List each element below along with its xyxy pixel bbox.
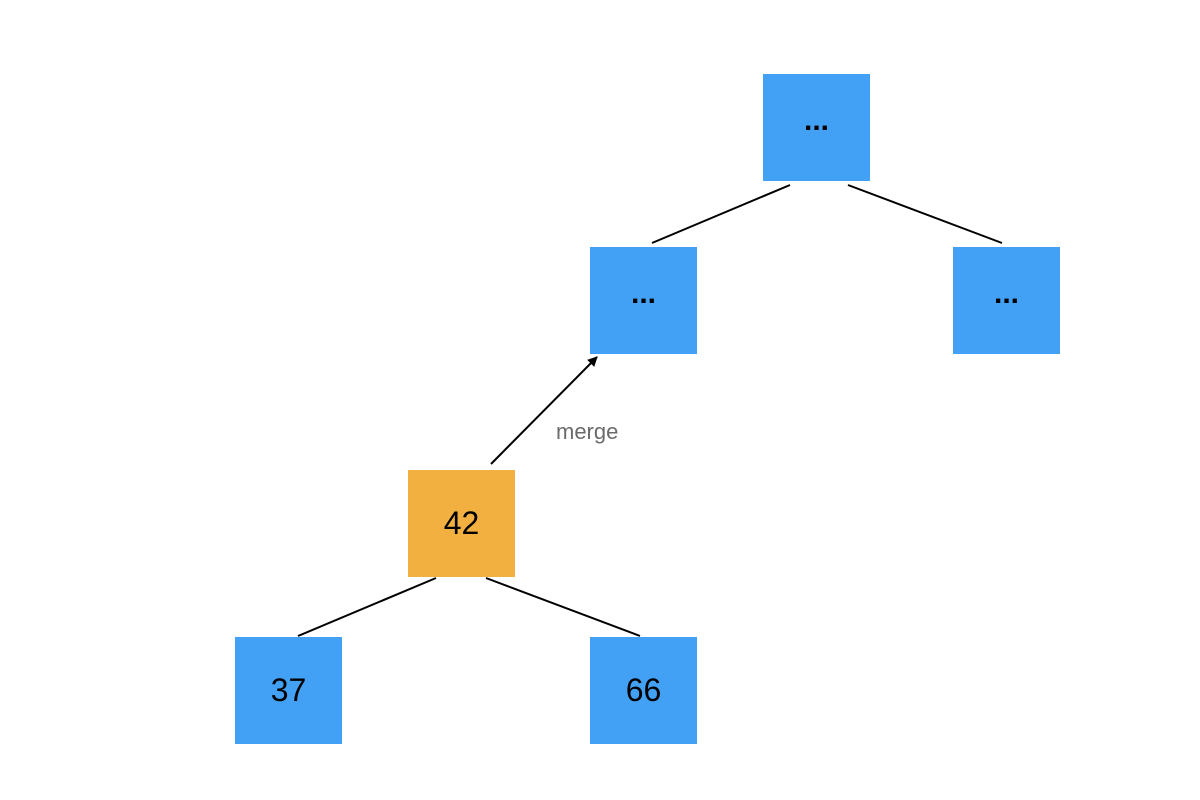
mid-right-node: ... bbox=[953, 247, 1060, 354]
edge-current-to-leaf-left bbox=[297, 577, 437, 637]
leaf-right-node: 66 bbox=[590, 637, 697, 744]
merge-label: merge bbox=[556, 419, 619, 444]
current-node-label: 42 bbox=[443, 505, 480, 541]
merge-arrow bbox=[490, 356, 598, 465]
root-node: ... bbox=[763, 74, 870, 181]
mid-right-node-label: ... bbox=[993, 276, 1019, 310]
root-node-label: ... bbox=[803, 103, 829, 137]
edge-root-to-mid-right bbox=[847, 184, 1003, 244]
edge-root-to-mid-left bbox=[651, 184, 791, 244]
mid-left-node-label: ... bbox=[630, 276, 656, 310]
leaf-right-node-label: 66 bbox=[625, 672, 662, 708]
leaf-left-node: 37 bbox=[235, 637, 342, 744]
mid-left-node: ... bbox=[590, 247, 697, 354]
current-node: 42 bbox=[408, 470, 515, 577]
leaf-left-node-label: 37 bbox=[270, 672, 307, 708]
edge-current-to-leaf-right bbox=[485, 577, 641, 637]
